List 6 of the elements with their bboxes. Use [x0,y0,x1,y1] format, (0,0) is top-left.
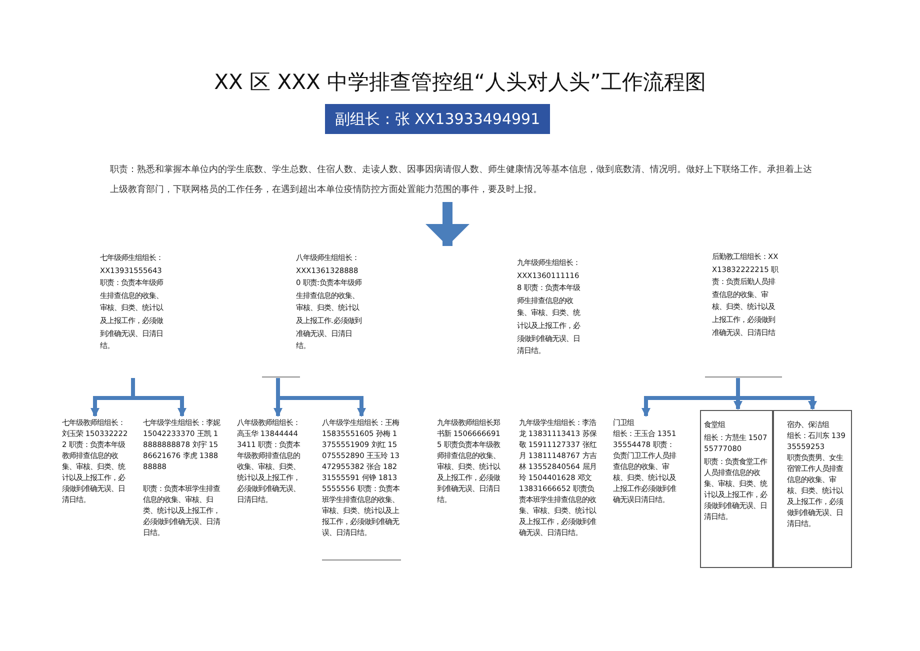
group-box [773,410,852,568]
leader-banner: 副组长：张 XX13933494991 [325,104,550,134]
title: XX 区 XXX 中学排查管控组“人头对人头”工作流程图 [213,69,707,96]
block-arrow [426,202,470,246]
group-box [700,410,773,568]
duty-text: 职责：熟悉和掌握本单位内的学生底数、学生总数、住宿人数、走读人数、因事因病请假人数、师生健康情况等基本信息，做到底数清、情况明。做好上下联络工作。承担着上达上级教育部门，下联网格员的工作任务，在遇到超出本单位疫情防控方面处置能力范围的事件，要及时上报。 [110,163,813,197]
